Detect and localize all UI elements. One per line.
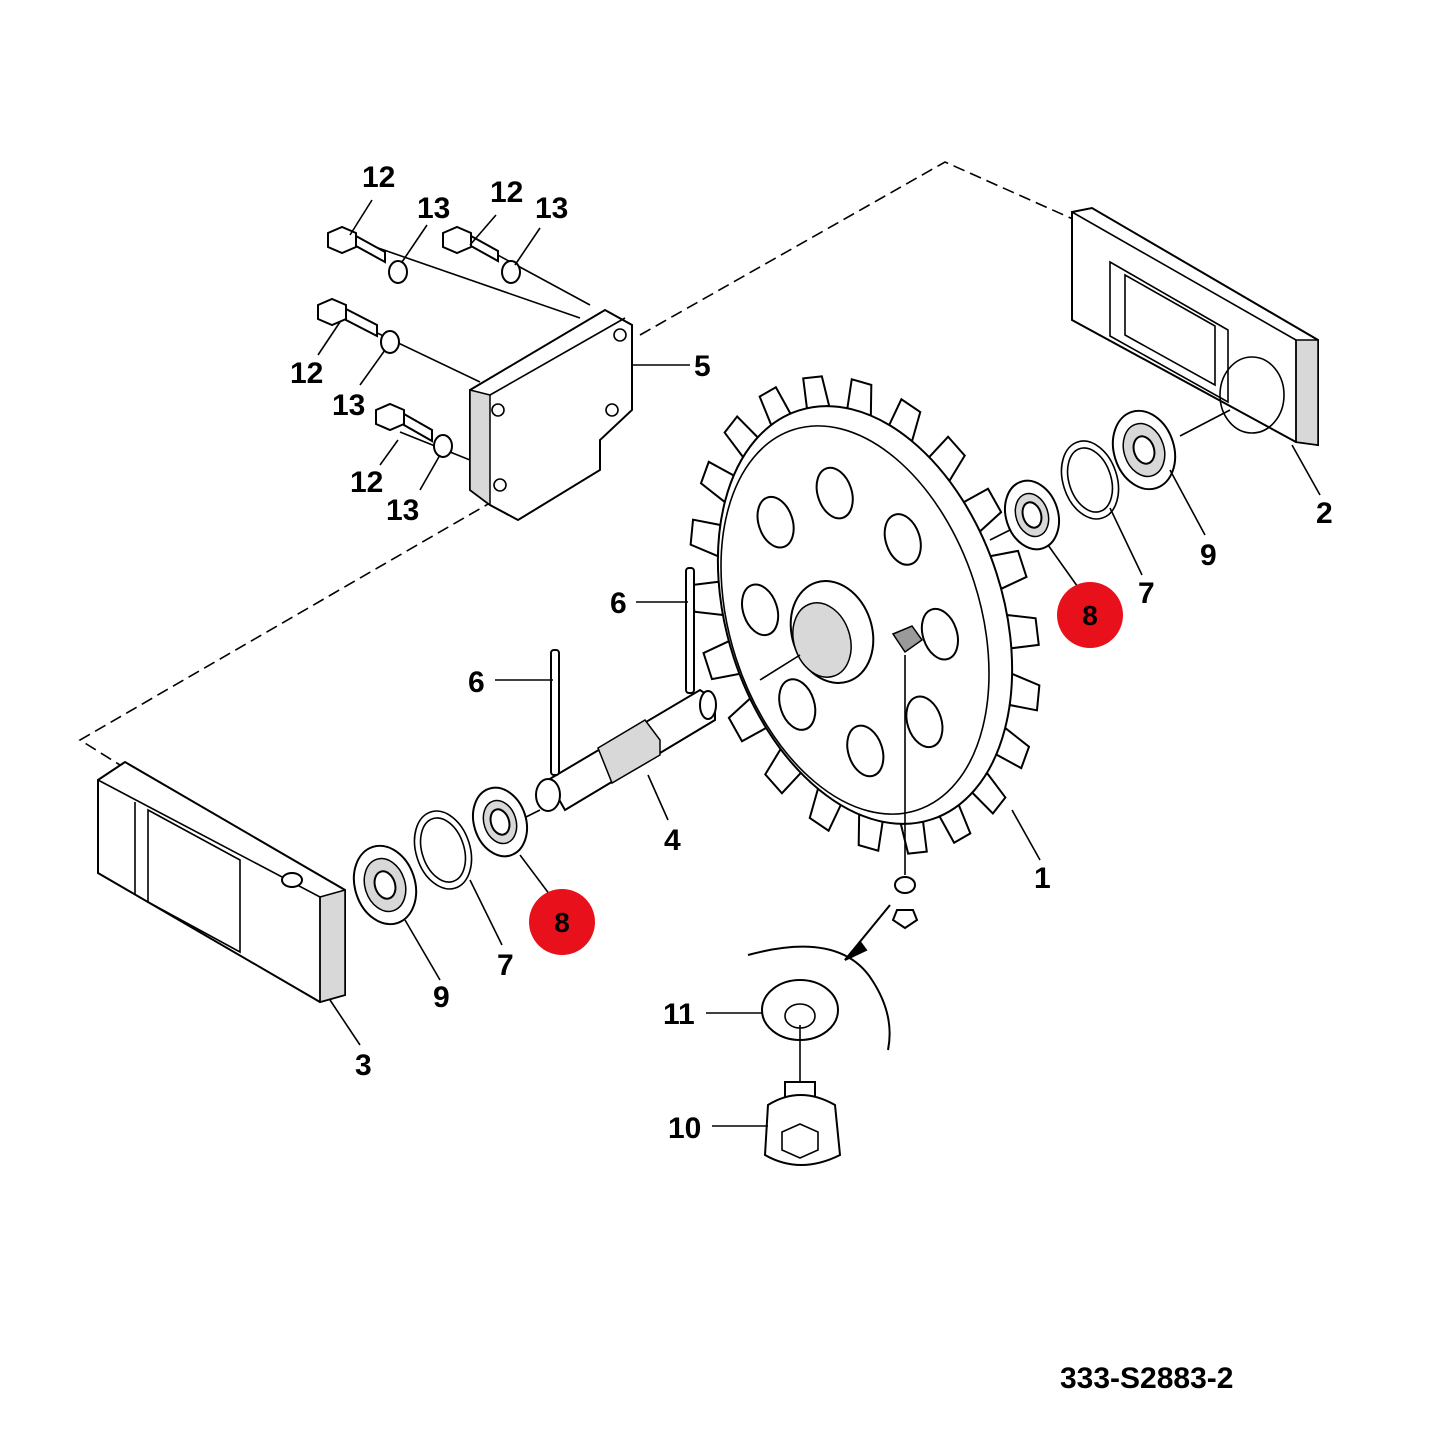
sprocket-tooth [802,375,831,410]
part-1-sprocket [689,375,1041,855]
part-4-shaft [535,654,801,812]
sprocket-hole [756,495,795,549]
sprocket-teeth [689,375,1041,855]
bolts-and-washers [317,225,591,461]
callout-11: 11 [663,998,695,1031]
bolt-10 [763,1081,842,1166]
callout-3: 3 [355,1049,372,1082]
sprocket-hole [883,513,922,566]
callout-12-b: 12 [490,176,523,209]
washer-13-a [388,260,408,284]
callout-1: 1 [1034,862,1051,895]
part-5-bracket-plate [469,308,633,522]
snap-ring-7-right [1060,440,1120,520]
callout-2: 2 [1316,497,1333,530]
snap-ring-7-left [413,810,473,890]
callout-4: 4 [664,824,681,857]
callout-6-upper: 6 [610,587,627,620]
sprocket-tooth [1008,672,1041,712]
sprocket-hole [815,466,854,520]
washer-13-c [380,330,400,354]
callout-13-b: 13 [535,192,568,225]
sprocket-hole [920,607,959,661]
bolt-12-a [327,225,386,264]
bearing-8-left [472,786,528,858]
callouts: 12 13 12 13 12 13 12 13 5 2 9 7 8 6 6 4 … [290,161,1333,1145]
callout-7-left: 7 [497,949,514,982]
figure-id: 333-S2883-2 [1060,1362,1233,1395]
callout-13-c: 13 [332,389,365,422]
callout-7-right: 7 [1138,577,1155,610]
left-bearing-stack [352,786,541,926]
callout-9-right: 9 [1200,539,1217,572]
sprocket-fastener [747,655,919,1051]
part-2-side-plate [1071,206,1319,447]
part-6-pins [550,567,695,776]
callout-6-lower: 6 [468,666,485,699]
sprocket-hole [846,724,885,778]
washer-13-b [501,260,521,284]
callout-8-right: 8 [1082,600,1098,631]
assembly-dashed-outline [78,161,1076,766]
callout-13-a: 13 [417,192,450,225]
sprocket-hole [778,678,817,731]
callout-12-a: 12 [362,161,395,194]
part-3-side-plate [97,760,346,1004]
callout-5: 5 [694,350,711,383]
bearing-8-right [1004,479,1060,551]
callout-8-left: 8 [554,907,570,938]
callout-12-d: 12 [350,466,383,499]
sprocket-lightening-holes [741,466,959,778]
seal-9-left [352,844,418,926]
callout-13-d: 13 [386,494,419,527]
callout-9-left: 9 [433,981,450,1014]
bolt-12-c [317,297,378,338]
seal-9-right [1111,409,1177,491]
leader-lines [317,199,1321,1127]
right-bearing-stack [989,409,1231,551]
callout-10: 10 [668,1112,701,1145]
sprocket-hole [905,695,944,749]
highlight-marker-8-left [529,889,595,955]
washer-13-d [433,434,453,458]
bolt-12-d [375,402,433,443]
callout-12-c: 12 [290,357,323,390]
sprocket-tooth [689,518,722,558]
detail-parts [761,979,842,1166]
highlight-marker-8-right [1057,582,1123,648]
sprocket-hole [741,583,780,637]
